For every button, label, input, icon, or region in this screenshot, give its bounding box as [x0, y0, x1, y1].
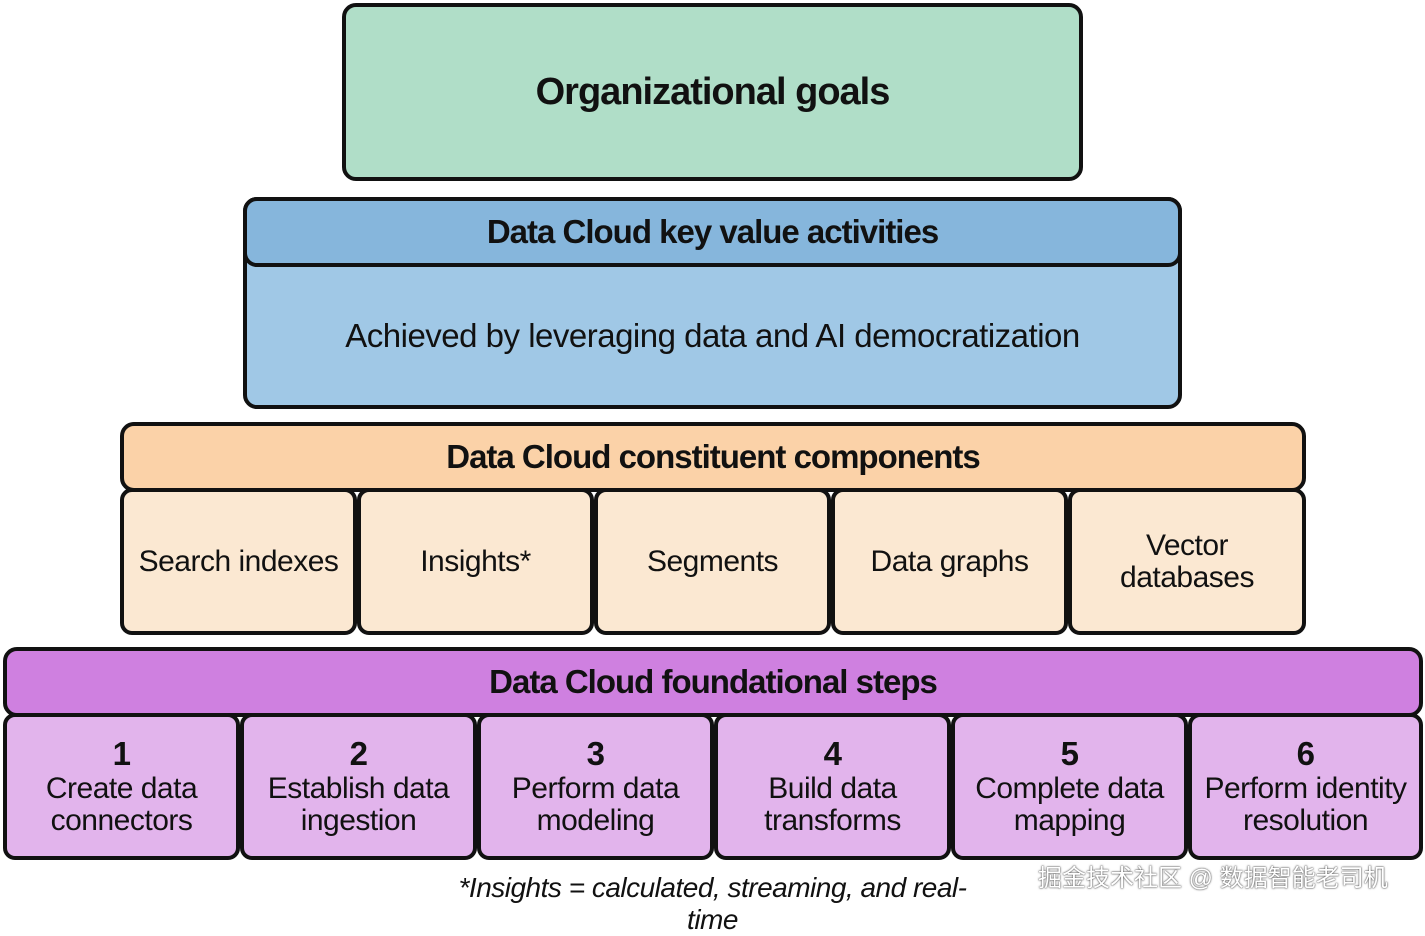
component-label: Insights* [420, 544, 531, 578]
key-value-activities-body: Achieved by leveraging data and AI democ… [247, 267, 1178, 405]
step-label-line2: resolution [1242, 803, 1369, 837]
step-number: 3 [586, 734, 605, 772]
component-label-line2: databases [1120, 560, 1254, 594]
step-label-line2: mapping [1013, 803, 1126, 837]
insights-footnote: *Insights = calculated, streaming, and r… [458, 872, 967, 935]
step-label: Perform data [511, 772, 680, 806]
constituent-components-header: Data Cloud constituent components [120, 422, 1306, 492]
step-number: 5 [1060, 734, 1079, 772]
key-value-activities-header: Data Cloud key value activities [243, 197, 1182, 267]
key-value-activities-description: Achieved by leveraging data and AI democ… [345, 317, 1080, 354]
step-label: Perform identity [1204, 772, 1407, 806]
step-label-line2: ingestion [300, 803, 417, 837]
component-label: Search indexes [138, 544, 339, 578]
component-label: Vector [1145, 529, 1229, 562]
foundational-steps-header: Data Cloud foundational steps [3, 647, 1423, 717]
step-label-line2: modeling [536, 803, 655, 837]
step-number: 2 [349, 734, 368, 772]
organizational-goals-box: Organizational goals [342, 3, 1083, 181]
foundational-steps-title: Data Cloud foundational steps [489, 663, 938, 700]
component-label: Data graphs [870, 544, 1029, 578]
component-segments: Segments [594, 488, 831, 635]
step-label-line2: transforms [764, 803, 901, 837]
component-vector-databases: Vector databases [1068, 488, 1306, 635]
component-data-graphs: Data graphs [831, 488, 1068, 635]
step-5-complete-data-mapping: 5 Complete data mapping [951, 713, 1188, 860]
component-label: Segments [646, 544, 779, 578]
step-number: 4 [823, 734, 842, 772]
step-number: 1 [112, 734, 131, 772]
watermark-text: 掘金技术社区 @ 数据智能老司机 [1038, 865, 1388, 892]
step-3-perform-data-modeling: 3 Perform data modeling [477, 713, 714, 860]
step-6-perform-identity-resolution: 6 Perform identity resolution [1188, 713, 1423, 860]
step-label: Complete data [975, 772, 1164, 806]
component-search-indexes: Search indexes [120, 488, 357, 635]
constituent-components-title: Data Cloud constituent components [446, 438, 981, 475]
key-value-activities-title: Data Cloud key value activities [486, 213, 939, 250]
step-label: Build data [768, 772, 897, 806]
step-2-establish-data-ingestion: 2 Establish data ingestion [240, 713, 477, 860]
step-1-create-data-connectors: 1 Create data connectors [3, 713, 240, 860]
step-label-line2: connectors [50, 803, 193, 837]
step-number: 6 [1296, 734, 1315, 772]
step-label: Establish data [267, 772, 450, 806]
step-label: Create data [45, 772, 198, 806]
organizational-goals-label: Organizational goals [535, 70, 891, 113]
component-insights: Insights* [357, 488, 594, 635]
step-4-build-data-transforms: 4 Build data transforms [714, 713, 951, 860]
